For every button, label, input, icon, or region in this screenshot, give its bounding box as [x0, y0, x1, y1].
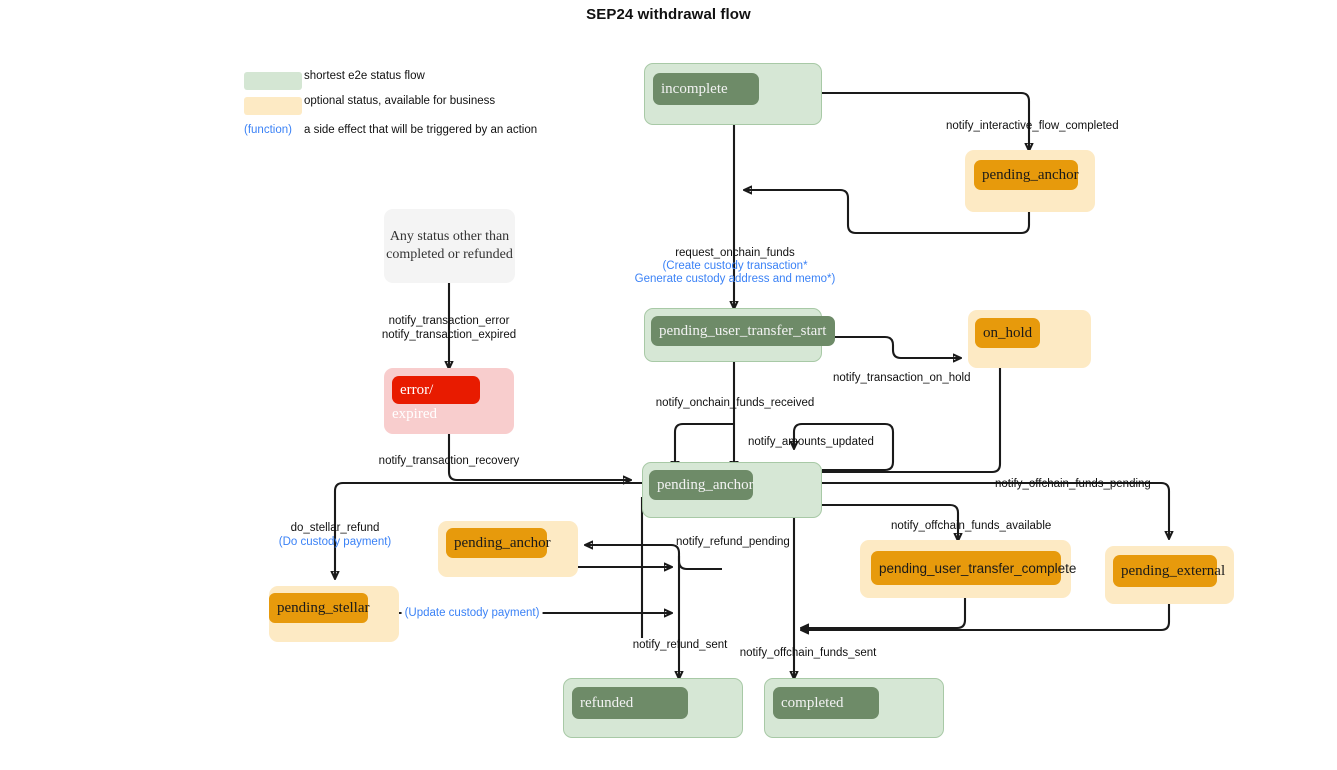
- edge-label-notify-offchain-funds-sent: notify_offchain_funds_sent: [739, 647, 877, 659]
- node-pending-user-transfer-start-label: pending_user_transfer_start: [651, 316, 835, 346]
- node-pending-anchor-center[interactable]: pending_anchor: [642, 462, 822, 518]
- node-pending-anchor-center-label: pending_anchor: [649, 470, 754, 500]
- edge-label-notify-interactive-flow-completed: notify_interactive_flow_completed: [946, 120, 1119, 132]
- edge-onchain-funds-received-branch: [675, 422, 734, 468]
- node-pending-anchor-refund[interactable]: pending_anchor: [438, 521, 578, 577]
- edge-label-notify-transaction-expired: notify_transaction_expired: [381, 329, 517, 341]
- edge-label-update-custody-payment: (Update custody payment): [401, 606, 543, 621]
- edge-incomplete-to-pending-anchor: [822, 91, 1029, 150]
- edge-label-do-stellar-refund: do_stellar_refund: [290, 522, 380, 534]
- node-pending-external[interactable]: pending_external: [1105, 546, 1234, 604]
- node-on-hold[interactable]: on_hold: [968, 310, 1091, 368]
- node-error-expired[interactable]: error/ expired: [384, 368, 514, 434]
- node-completed-label: completed: [773, 687, 879, 719]
- node-error-label: error/: [392, 376, 480, 404]
- edge-label-request-onchain-funds-fn1: (Create custody transaction*: [662, 260, 808, 272]
- edge-pending-anchor-to-pending-user-transfer-complete: [822, 503, 958, 540]
- node-incomplete[interactable]: incomplete: [644, 63, 822, 125]
- edge-label-notify-offchain-funds-pending: notify_offchain_funds_pending: [995, 478, 1151, 490]
- node-incomplete-label: incomplete: [653, 73, 759, 105]
- edge-label-notify-refund-sent: notify_refund_sent: [632, 639, 728, 651]
- legend-function-word: (function): [244, 124, 292, 136]
- edge-on-hold-return: [822, 350, 1002, 474]
- node-any-status[interactable]: Any status other than completed or refun…: [384, 209, 515, 283]
- edge-label-request-onchain-funds: request_onchain_funds: [675, 247, 795, 259]
- edge-label-notify-amounts-updated: notify_amounts_updated: [748, 436, 874, 448]
- node-any-status-label: Any status other than completed or refun…: [386, 228, 513, 262]
- edge-notify-refund-pending: [586, 545, 722, 571]
- node-pending-user-transfer-complete[interactable]: pending_user_transfer_complete: [860, 540, 1076, 598]
- edge-label-notify-onchain-funds-received: notify_onchain_funds_received: [655, 397, 815, 409]
- node-pending-stellar-label: pending_stellar: [269, 593, 369, 623]
- legend-swatch-cream: [244, 97, 302, 115]
- node-pending-stellar[interactable]: pending_stellar: [269, 586, 399, 642]
- edge-label-do-stellar-refund-fn: (Do custody payment): [278, 536, 392, 548]
- legend-label-shortest-flow: shortest e2e status flow: [304, 70, 425, 82]
- edge-label-notify-transaction-on-hold: notify_transaction_on_hold: [833, 372, 971, 384]
- edge-label-notify-transaction-error: notify_transaction_error: [388, 315, 510, 327]
- node-pending-user-transfer-complete-label: pending_user_transfer_complete: [871, 551, 1076, 585]
- edge-pending-anchor-to-pending-external: [822, 481, 1169, 538]
- legend-label-optional-status: optional status, available for business: [304, 95, 496, 107]
- node-pending-anchor-top-label: pending_anchor: [974, 160, 1079, 190]
- node-pending-user-transfer-start[interactable]: pending_user_transfer_start: [644, 308, 835, 362]
- node-on-hold-label: on_hold: [975, 318, 1040, 348]
- page-title: SEP24 withdrawal flow: [586, 6, 751, 23]
- edge-pending-user-transfer-complete-to-completed: [802, 598, 967, 628]
- legend-swatch-green: [244, 72, 302, 90]
- node-refunded[interactable]: refunded: [563, 678, 743, 738]
- edge-pending-external-to-completed: [802, 604, 1171, 630]
- node-pending-anchor-refund-label: pending_anchor: [446, 528, 551, 558]
- node-pending-anchor-top[interactable]: pending_anchor: [965, 150, 1095, 212]
- node-expired-label: expired: [392, 406, 437, 422]
- edge-notify-amounts-updated-selfloop: [794, 422, 895, 472]
- legend-function-token: (function): [244, 124, 320, 136]
- legend-label-function: a side effect that will be triggered by …: [304, 124, 538, 136]
- edge-label-request-onchain-funds-fn2: Generate custody address and memo*): [634, 273, 836, 285]
- edge-label-notify-offchain-funds-available: notify_offchain_funds_available: [891, 520, 1052, 532]
- node-pending-external-label: pending_external: [1113, 555, 1225, 587]
- node-refunded-label: refunded: [572, 687, 688, 719]
- edge-label-notify-refund-pending: notify_refund_pending: [676, 536, 790, 548]
- node-completed[interactable]: completed: [764, 678, 944, 738]
- edge-label-notify-transaction-recovery: notify_transaction_recovery: [378, 455, 520, 467]
- edge-pending-anchor-top-return: [745, 190, 1031, 235]
- edge-pending-user-transfer-start-to-on-hold: [822, 335, 960, 358]
- edge-do-stellar-refund: [335, 481, 642, 578]
- edge-error-to-pending-anchor: [447, 434, 630, 480]
